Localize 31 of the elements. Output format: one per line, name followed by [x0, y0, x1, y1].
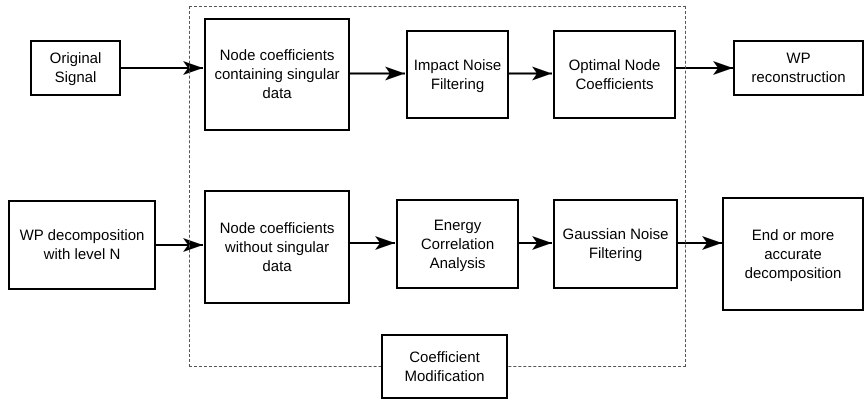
- box-label: WP reconstruction: [750, 49, 847, 87]
- process-box: [8, 200, 156, 290]
- box-label: End or more accurate decomposition: [744, 226, 842, 282]
- process-box: [722, 197, 864, 311]
- box-label: Coefficient Modification: [403, 348, 486, 386]
- arrow: [121, 61, 203, 75]
- box-label: Energy Correlation Analysis: [420, 216, 496, 272]
- arrow: [518, 236, 552, 250]
- box-label: Optimal Node Coefficients: [568, 56, 662, 94]
- box-label: Node coefficients containing singular data: [213, 46, 341, 103]
- process-box: [381, 334, 508, 399]
- arrow: [508, 66, 552, 80]
- process-box: [204, 18, 350, 131]
- box-label: Impact Noise Filtering: [412, 56, 502, 94]
- process-box: [553, 30, 676, 119]
- box-label: Original Signal: [48, 49, 102, 87]
- arrow: [349, 236, 395, 250]
- box-label: Node coefficients without singular data: [218, 218, 336, 276]
- process-box: [204, 190, 350, 304]
- arrow: [677, 236, 722, 250]
- process-box: [30, 40, 121, 96]
- box-label: WP decomposition with level N: [18, 226, 146, 264]
- process-box: [733, 40, 864, 96]
- arrow: [675, 61, 733, 75]
- process-box: [406, 30, 509, 119]
- process-box: [396, 199, 519, 289]
- arrow: [156, 238, 203, 252]
- process-box: [553, 199, 678, 289]
- box-label: Gaussian Noise Filtering: [562, 225, 670, 263]
- arrow: [349, 66, 405, 80]
- group-region: [189, 6, 686, 367]
